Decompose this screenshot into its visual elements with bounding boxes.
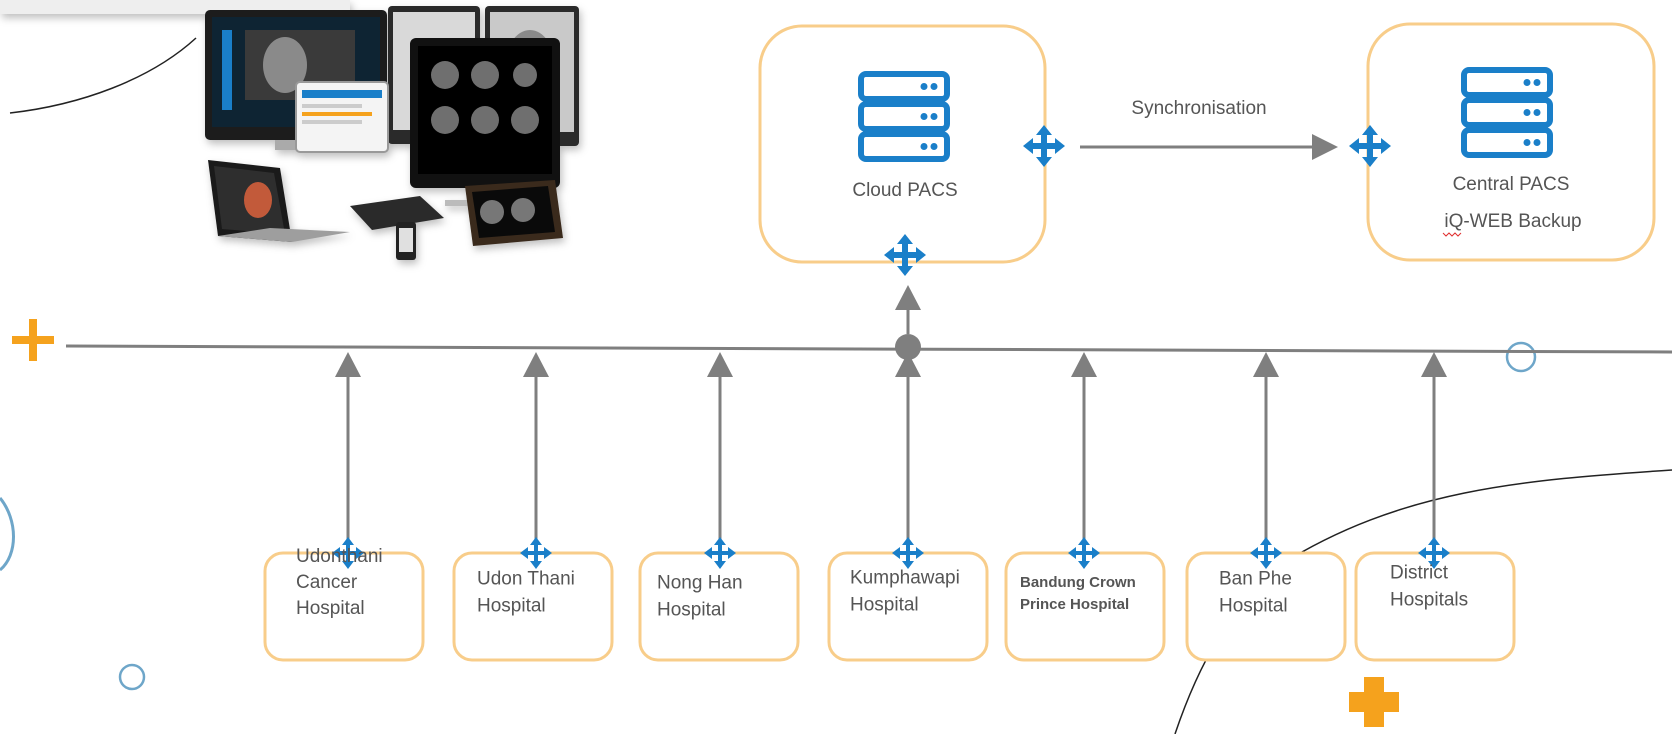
network-backbone-line xyxy=(65,344,1672,354)
circle-outline-icon xyxy=(1505,341,1537,373)
circle-outline-icon xyxy=(118,663,146,691)
server-stack-icon xyxy=(1464,70,1550,155)
hospital-label-line: Hospital xyxy=(296,598,365,619)
hospital-uplink-arrowhead xyxy=(707,352,733,377)
cloud-pacs-label: Cloud PACS xyxy=(852,180,957,201)
hospital-uplink-arrowhead xyxy=(1253,352,1279,377)
hospital-uplink-arrowhead xyxy=(523,352,549,377)
spellcheck-underline xyxy=(1442,232,1462,237)
four-arrows-move-icon xyxy=(1023,125,1065,167)
hospital-label-line: Ban Phe xyxy=(1219,569,1292,590)
hospital-label-line: Udon Thani xyxy=(477,569,575,590)
hospital-uplink-arrowhead xyxy=(895,352,921,377)
medical-display-devices-image xyxy=(0,0,579,260)
hospital-label-line: Cancer xyxy=(296,572,358,593)
synchronisation-label: Synchronisation xyxy=(1131,98,1266,119)
backbone-junction-dot xyxy=(895,334,921,360)
hospital-uplink-arrowhead xyxy=(1071,352,1097,377)
hospital-label-line: Udonthani xyxy=(296,546,383,567)
hospital-label-line: Bandung Crown xyxy=(1020,574,1136,591)
four-arrows-move-icon xyxy=(884,234,926,276)
central-pacs-label: Central PACS xyxy=(1453,174,1570,195)
hospital-label-line: Hospitals xyxy=(1390,590,1468,611)
hospital-label-line: Hospital xyxy=(850,595,919,616)
uplink-arrowhead xyxy=(895,285,921,310)
hospital-label-line: Hospital xyxy=(477,596,546,617)
decorative-curve-top-left xyxy=(9,37,197,114)
hospital-uplink-arrowhead xyxy=(335,352,361,377)
decorative-arc-left xyxy=(0,497,15,572)
hospital-label-line: Hospital xyxy=(657,600,726,621)
hospital-label-line: District xyxy=(1390,563,1449,584)
hospital-label-line: Hospital xyxy=(1219,596,1288,617)
server-stack-icon xyxy=(861,74,947,159)
four-arrows-move-icon xyxy=(1349,125,1391,167)
backup-label: iQ-WEB Backup xyxy=(1444,211,1581,232)
hospital-label-line: Prince Hospital xyxy=(1020,596,1129,613)
plus-icon xyxy=(1349,677,1399,727)
cloud-pacs-box xyxy=(758,24,1047,264)
hospital-uplink-arrowhead xyxy=(1421,352,1447,377)
plus-icon xyxy=(12,319,54,361)
synchronisation-arrowhead xyxy=(1312,134,1338,160)
hospital-label-line: Nong Han xyxy=(657,573,743,594)
hospital-label-line: Kumphawapi xyxy=(850,568,960,589)
